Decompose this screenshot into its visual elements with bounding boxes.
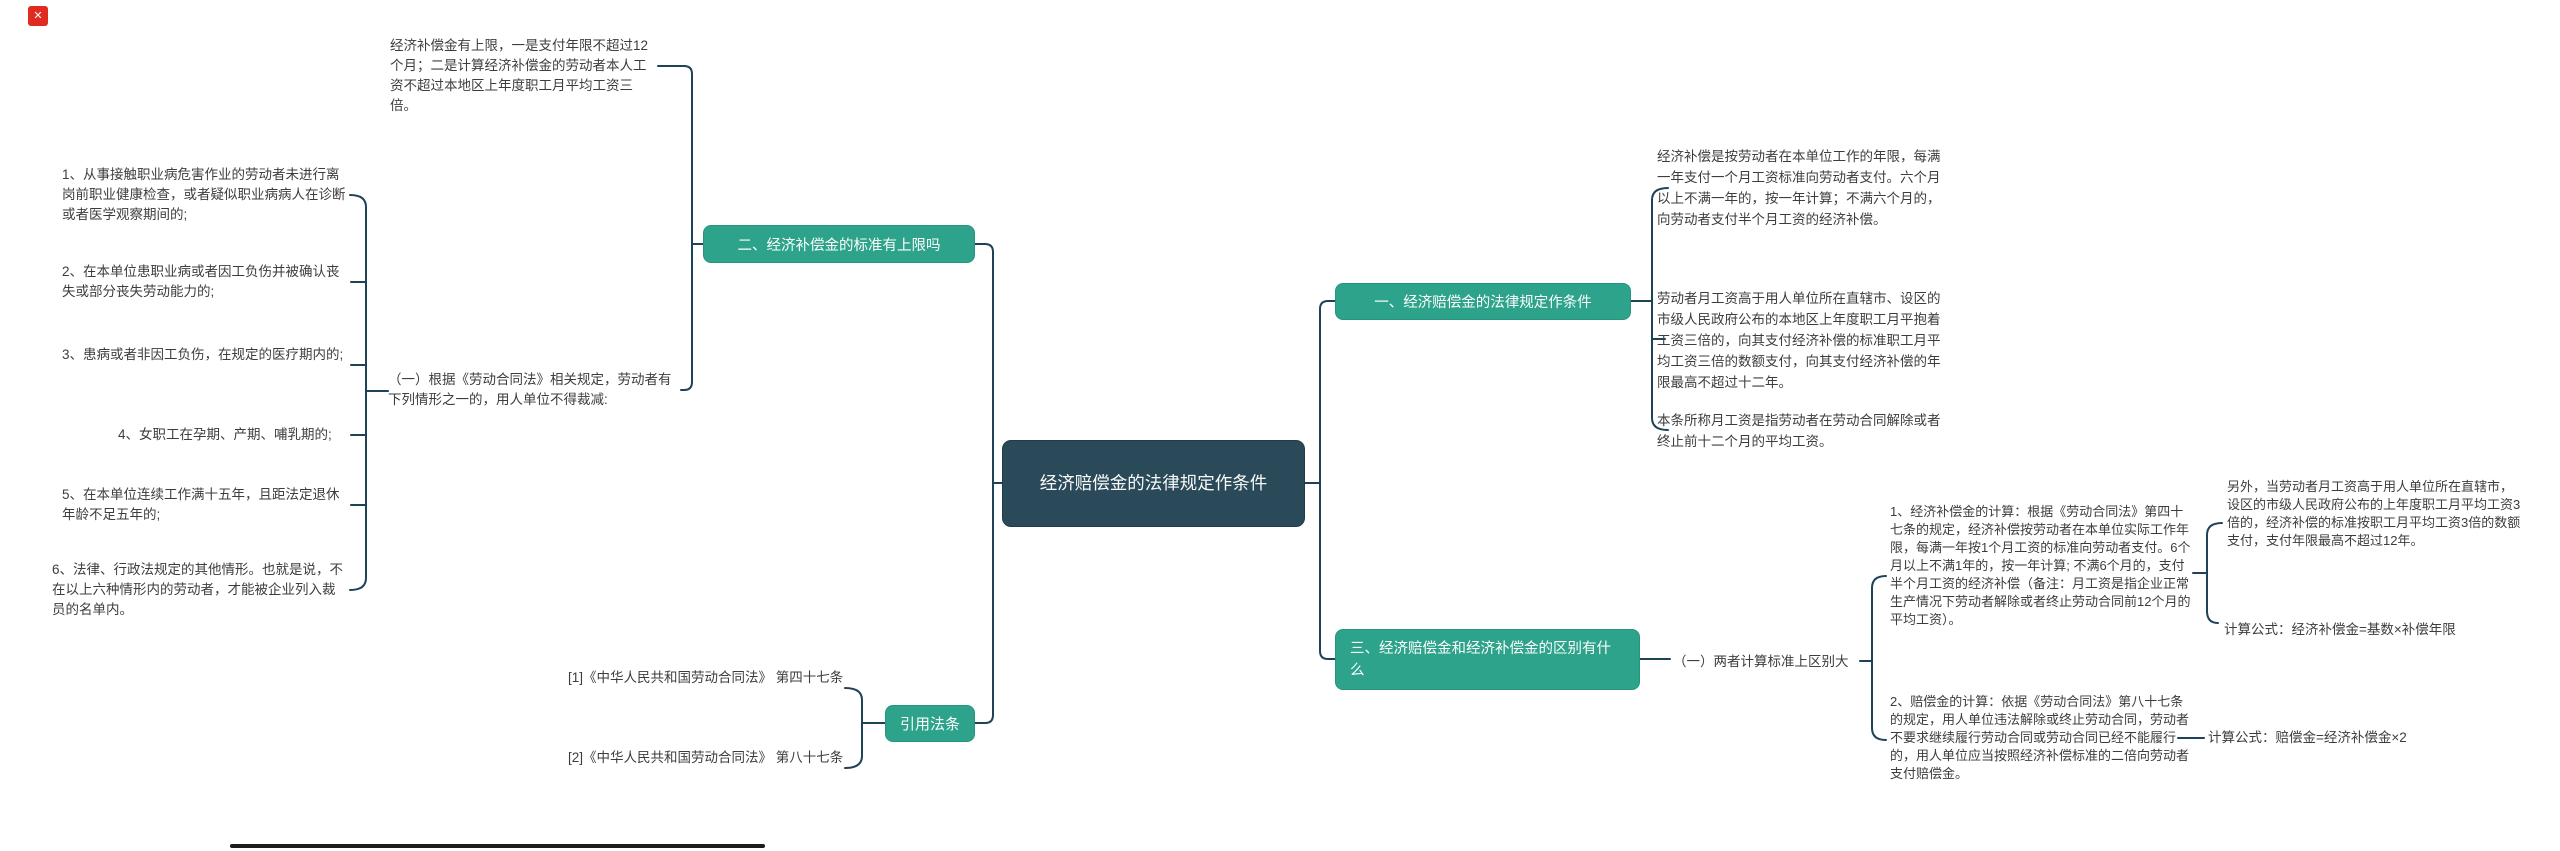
no-layoff-rule-note[interactable]: （一）根据《劳动合同法》相关规定，劳动者有下列情形之一的，用人单位不得裁减:	[388, 372, 672, 407]
damages-calc-text[interactable]: 2、赔偿金的计算：依据《劳动合同法》第八十七条的规定，用人单位违法解除或终止劳动…	[1890, 694, 2190, 781]
formula-compensation[interactable]: 计算公式：经济补偿金=基数×补偿年限	[2224, 622, 2456, 637]
subtopic-calc-difference[interactable]: （一）两者计算标准上区别大	[1673, 654, 1849, 669]
condition-item-5[interactable]: 5、在本单位连续工作满十五年，且距法定退休年龄不足五年的;	[62, 487, 340, 522]
topic-branch-law[interactable]: 引用法条	[885, 705, 975, 742]
legal-paragraph-3[interactable]: 本条所称月工资是指劳动者在劳动合同解除或者终止前十二个月的平均工资。	[1657, 413, 1941, 449]
condition-item-6[interactable]: 6、法律、行政法规定的其他情形。也就是说，不在以上六种情形内的劳动者，才能被企业…	[52, 562, 344, 617]
formula-damages[interactable]: 计算公式：赔偿金=经济补偿金×2	[2208, 730, 2407, 745]
citation-item-1[interactable]: [1]《中华人民共和国劳动合同法》 第四十七条	[568, 670, 844, 685]
topic-branch-one[interactable]: 一、经济赔偿金的法律规定作条件	[1335, 283, 1631, 320]
legal-paragraph-2[interactable]: 劳动者月工资高于用人单位所在直辖市、设区的市级人民政府公布的本地区上年度职工月平…	[1657, 291, 1941, 390]
compensation-extra-note[interactable]: 另外，当劳动者月工资高于用人单位所在直辖市，设区的市级人民政府公布的上年度职工月…	[2227, 479, 2521, 548]
citation-item-2[interactable]: [2]《中华人民共和国劳动合同法》 第八十七条	[568, 750, 844, 765]
root-topic[interactable]: 经济赔偿金的法律规定作条件	[1002, 440, 1305, 527]
condition-item-1[interactable]: 1、从事接触职业病危害作业的劳动者未进行离岗前职业健康检查，或者疑似职业病病人在…	[62, 167, 346, 222]
horizontal-scrollbar[interactable]	[230, 844, 765, 848]
condition-item-2[interactable]: 2、在本单位患职业病或者因工负伤并被确认丧失或部分丧失劳动能力的;	[62, 264, 340, 299]
broken-image-icon: ✕	[28, 6, 48, 26]
condition-item-3[interactable]: 3、患病或者非因工负伤，在规定的医疗期内的;	[62, 347, 344, 362]
legal-paragraph-1[interactable]: 经济补偿是按劳动者在本单位工作的年限，每满一年支付一个月工资标准向劳动者支付。六…	[1657, 149, 1941, 227]
limit-summary-note[interactable]: 经济补偿金有上限，一是支付年限不超过12个月；二是计算经济补偿金的劳动者本人工资…	[390, 38, 649, 113]
topic-branch-two[interactable]: 二、经济补偿金的标准有上限吗	[703, 225, 975, 263]
condition-item-4[interactable]: 4、女职工在孕期、产期、哺乳期的;	[118, 427, 332, 442]
compensation-calc-text[interactable]: 1、经济补偿金的计算：根据《劳动合同法》第四十七条的规定，经济补偿按劳动者在本单…	[1890, 504, 2191, 627]
topic-branch-three[interactable]: 三、经济赔偿金和经济补偿金的区别有什么	[1335, 629, 1640, 690]
